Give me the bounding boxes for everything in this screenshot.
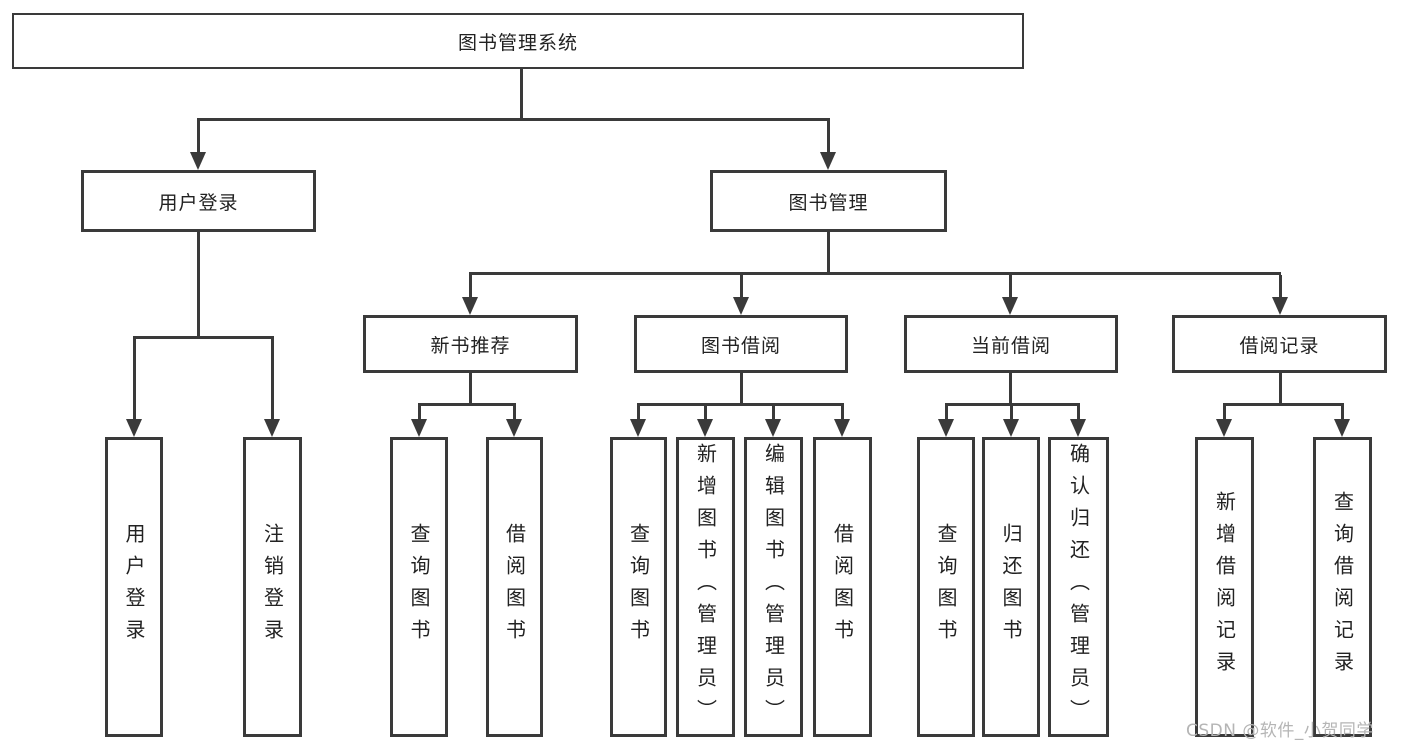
connector-drop-user-login <box>197 121 200 152</box>
node-new-book-recommend: 新书推荐 <box>363 315 578 373</box>
leaf-borrow-query: 查询图书 <box>610 437 667 737</box>
connector-newbook-rail <box>418 403 516 406</box>
arrow-down-icon <box>126 419 142 437</box>
leaf-borrow-query-label: 查询图书 <box>626 523 651 651</box>
leaf-newbook-borrow: 借阅图书 <box>486 437 543 737</box>
arrow-down-icon <box>264 419 280 437</box>
connector-record-rail <box>1223 403 1344 406</box>
leaf-current-query-label: 查询图书 <box>934 523 958 651</box>
connector-level3-rail <box>469 272 1281 275</box>
connector-user-login-stem <box>197 232 200 336</box>
node-borrow-record: 借阅记录 <box>1172 315 1387 373</box>
leaf-borrow-add-admin-label: 新增图书（管理员） <box>693 443 718 731</box>
connector-drop <box>513 406 516 419</box>
connector-drop <box>704 406 707 419</box>
connector-drop-new-book <box>469 275 472 297</box>
connector-drop <box>772 406 775 419</box>
connector-drop <box>945 406 948 419</box>
arrow-down-icon <box>462 297 478 315</box>
leaf-user-login: 用户登录 <box>105 437 163 737</box>
leaf-current-confirm-return-admin: 确认归还（管理员） <box>1048 437 1109 737</box>
leaf-logout-label: 注销登录 <box>260 523 285 651</box>
connector-user-login-rail <box>133 336 274 339</box>
node-book-borrow-label: 图书借阅 <box>700 334 781 357</box>
node-new-book-recommend-label: 新书推荐 <box>430 334 511 357</box>
connector-drop-leaf-logout <box>271 339 274 419</box>
leaf-user-login-label: 用户登录 <box>122 523 146 651</box>
connector-current-stem <box>1009 373 1012 403</box>
leaf-record-add-label: 新增借阅记录 <box>1212 491 1237 683</box>
leaf-newbook-borrow-label: 借阅图书 <box>502 523 527 651</box>
connector-drop <box>418 406 421 419</box>
arrow-down-icon <box>1070 419 1086 437</box>
connector-drop-current-borrow <box>1009 275 1012 297</box>
leaf-borrow-add-admin: 新增图书（管理员） <box>676 437 735 737</box>
arrow-down-icon <box>733 297 749 315</box>
leaf-borrow-book: 借阅图书 <box>813 437 872 737</box>
leaf-record-query-label: 查询借阅记录 <box>1330 491 1355 683</box>
arrow-down-icon <box>190 152 206 170</box>
node-root-library-system: 图书管理系统 <box>12 13 1024 69</box>
connector-borrow-stem <box>740 373 743 403</box>
leaf-borrow-book-label: 借阅图书 <box>830 523 855 651</box>
connector-drop <box>637 406 640 419</box>
node-root-label: 图书管理系统 <box>457 31 578 54</box>
connector-root-stem <box>520 69 523 121</box>
node-user-login-label: 用户登录 <box>158 191 239 214</box>
leaf-record-add: 新增借阅记录 <box>1195 437 1254 737</box>
arrow-down-icon <box>697 419 713 437</box>
arrow-down-icon <box>1003 419 1019 437</box>
connector-drop <box>1223 406 1226 419</box>
connector-drop-book-borrow <box>740 275 743 297</box>
connector-drop <box>1341 406 1344 419</box>
arrow-down-icon <box>630 419 646 437</box>
arrow-down-icon <box>834 419 850 437</box>
connector-drop-leaf-user-login <box>133 339 136 419</box>
node-book-management: 图书管理 <box>710 170 947 232</box>
leaf-current-return-label: 归还图书 <box>999 523 1023 651</box>
connector-current-rail <box>945 403 1080 406</box>
arrow-down-icon <box>1272 297 1288 315</box>
arrow-down-icon <box>1334 419 1350 437</box>
connector-borrow-rail <box>637 403 844 406</box>
node-user-login: 用户登录 <box>81 170 316 232</box>
arrow-down-icon <box>765 419 781 437</box>
connector-record-stem <box>1279 373 1282 403</box>
leaf-borrow-edit-admin: 编辑图书（管理员） <box>744 437 803 737</box>
node-current-borrow: 当前借阅 <box>904 315 1118 373</box>
connector-drop-book-management <box>827 121 830 152</box>
leaf-current-confirm-return-admin-label: 确认归还（管理员） <box>1066 443 1091 731</box>
node-book-management-label: 图书管理 <box>788 191 869 214</box>
arrow-down-icon <box>1002 297 1018 315</box>
connector-drop <box>1077 406 1080 419</box>
node-current-borrow-label: 当前借阅 <box>970 334 1051 357</box>
leaf-current-return: 归还图书 <box>982 437 1040 737</box>
connector-newbook-stem <box>469 373 472 403</box>
arrow-down-icon <box>506 419 522 437</box>
leaf-newbook-query-label: 查询图书 <box>407 523 431 651</box>
arrow-down-icon <box>1216 419 1232 437</box>
leaf-logout: 注销登录 <box>243 437 302 737</box>
arrow-down-icon <box>820 152 836 170</box>
leaf-newbook-query: 查询图书 <box>390 437 448 737</box>
node-borrow-record-label: 借阅记录 <box>1239 334 1320 357</box>
connector-drop <box>841 406 844 419</box>
connector-book-management-stem <box>827 232 830 272</box>
connector-level2-rail <box>197 118 830 121</box>
connector-drop <box>1010 406 1013 419</box>
arrow-down-icon <box>411 419 427 437</box>
leaf-borrow-edit-admin-label: 编辑图书（管理员） <box>761 443 786 731</box>
arrow-down-icon <box>938 419 954 437</box>
leaf-current-query: 查询图书 <box>917 437 975 737</box>
watermark: CSDN @软件_小贺同学 <box>1186 721 1374 741</box>
node-book-borrow: 图书借阅 <box>634 315 848 373</box>
leaf-record-query: 查询借阅记录 <box>1313 437 1372 737</box>
connector-drop-borrow-record <box>1279 275 1282 297</box>
